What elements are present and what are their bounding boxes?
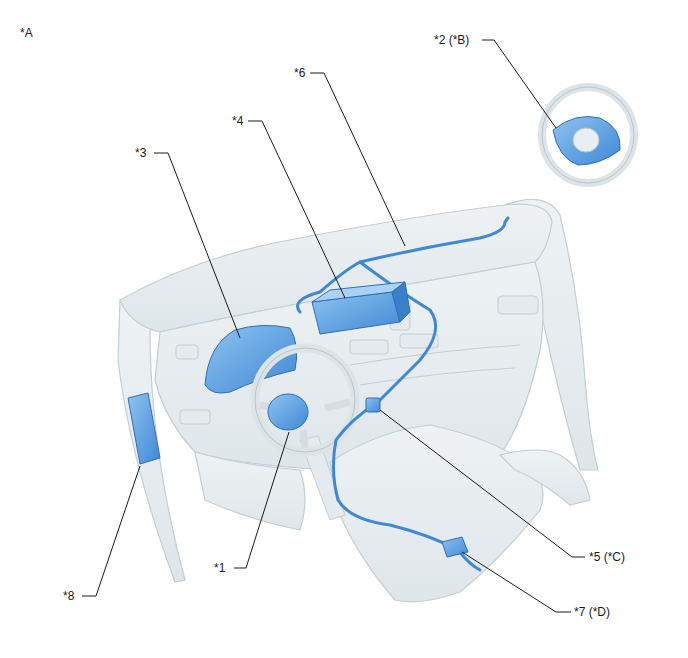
callout-number: *4 bbox=[232, 114, 243, 128]
view-label: *A bbox=[20, 26, 33, 40]
combination-meter bbox=[205, 325, 297, 393]
steering-wheel-inset bbox=[542, 87, 634, 183]
sensor-part bbox=[366, 398, 380, 412]
callout-number: *1 bbox=[214, 561, 225, 575]
callout-number: *6 bbox=[294, 66, 305, 80]
dashboard-body bbox=[118, 199, 598, 601]
spiral-cable bbox=[268, 394, 308, 430]
callout-number: *3 bbox=[135, 146, 146, 160]
callout-number: *5 (*C) bbox=[589, 550, 625, 564]
callout-number: *7 (*D) bbox=[574, 605, 610, 619]
callout-number: *8 bbox=[63, 589, 74, 603]
body-ecu bbox=[128, 393, 160, 464]
callout-number: *2 (*B) bbox=[434, 33, 469, 47]
wire-harness bbox=[298, 218, 509, 570]
control-unit bbox=[442, 537, 468, 557]
leader-lines bbox=[82, 40, 585, 612]
multi-display bbox=[312, 282, 410, 334]
